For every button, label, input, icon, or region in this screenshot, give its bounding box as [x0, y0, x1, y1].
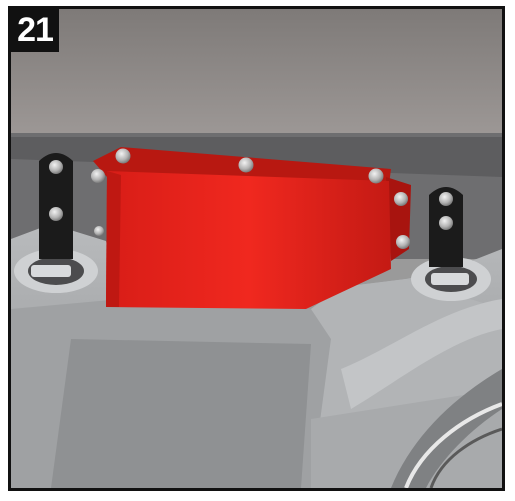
assembly-illustration — [11, 9, 502, 488]
illustration-frame: 21 — [8, 6, 505, 491]
bolt-icon — [396, 235, 410, 249]
left-bracket — [39, 153, 73, 259]
bolt-icon — [368, 168, 384, 184]
bolt-icon — [91, 169, 105, 183]
bolt-icon — [115, 148, 131, 164]
bolt-icon — [49, 160, 63, 174]
bolt-icon — [439, 192, 453, 206]
bolt-icon — [49, 207, 63, 221]
bolt-icon — [394, 192, 408, 206]
bolt-icon — [238, 157, 254, 173]
bolt-icon — [94, 226, 104, 236]
step-number-badge: 21 — [11, 9, 59, 52]
bolt-icon — [439, 216, 453, 230]
right-bracket — [429, 187, 463, 267]
vehicle-underside — [11, 9, 502, 137]
